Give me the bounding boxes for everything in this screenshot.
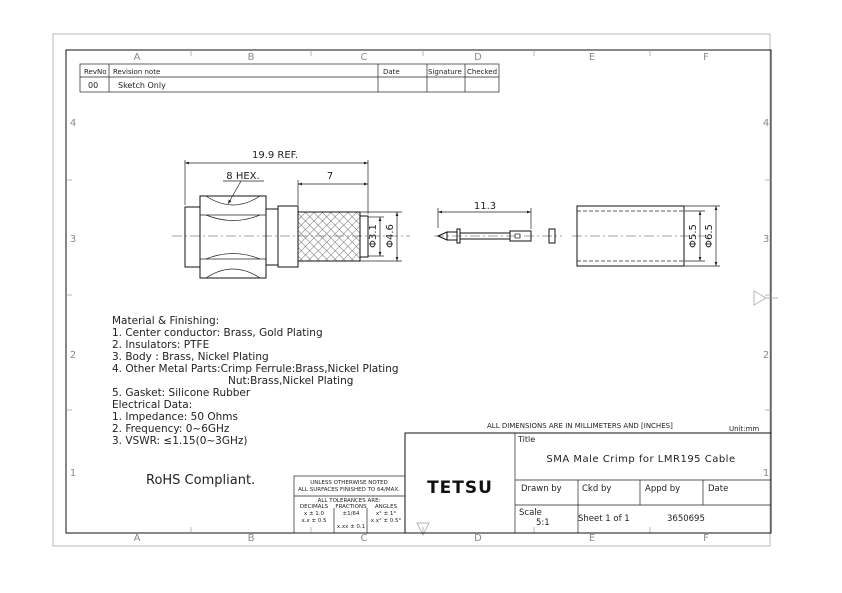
dim-dia-small: Φ3.1 [368, 224, 379, 248]
row-label: 1 [763, 468, 769, 479]
center-pin-view: 11.3 [434, 201, 562, 244]
connector-side-view: 19.9 REF. 8 HEX. 7 Φ3.1 Φ4.6 [172, 150, 410, 279]
grid-column-labels: A B C D E F A B C D E F [134, 52, 710, 544]
sheet-number: Sheet 1 of 1 [578, 514, 630, 524]
revision-note-value: Sketch Only [118, 81, 166, 90]
note-line: Material & Finishing: [112, 315, 219, 327]
note-line: 2. Insulators: PTFE [112, 339, 209, 351]
crimp-ferrule [576, 205, 685, 267]
column-label: B [248, 52, 255, 63]
date-label: Date [708, 484, 728, 494]
row-label: 4 [70, 118, 76, 129]
tolerance-line: UNLESS OTHERWISE NOTED [310, 480, 388, 486]
dim-hex: 8 HEX. [226, 171, 259, 182]
title-label: Title [517, 435, 535, 444]
ckd-by-label: Ckd by [582, 484, 611, 494]
date-header: Date [383, 68, 400, 76]
column-label: A [134, 52, 141, 63]
title-block: ALL DIMENSIONS ARE IN MILLIMETERS AND [I… [404, 422, 772, 534]
column-label: E [589, 52, 595, 63]
note-line: 4. Other Metal Parts:Crimp Ferrule:Brass… [112, 363, 399, 375]
drawn-by-label: Drawn by [521, 484, 562, 494]
unit-label: Unit:mm [729, 425, 759, 433]
tolerance-line: ALL TOLERANCES ARE: [318, 498, 381, 504]
note-line: 1. Center conductor: Brass, Gold Plating [112, 327, 323, 339]
row-label: 2 [70, 350, 76, 361]
checked-header: Checked [467, 68, 497, 76]
tolerance-block: UNLESS OTHERWISE NOTED ALL SURFACES FINI… [293, 475, 406, 534]
pin-washer [548, 228, 556, 244]
dim-ferrule-length: 7 [327, 171, 333, 182]
dim-ferrule-outer: Φ6.5 [704, 224, 715, 248]
orientation-arrow-icon [416, 522, 430, 536]
connector-body [265, 208, 279, 266]
column-label: C [361, 533, 368, 544]
dim-overall-length: 19.9 REF. [252, 150, 298, 161]
row-label: 3 [763, 234, 769, 245]
drawing-title: SMA Male Crimp for LMR195 Cable [546, 454, 735, 465]
appd-by-label: Appd by [645, 484, 680, 494]
note-line: 5. Gasket: Silicone Rubber [112, 387, 251, 399]
note-line: 1. Impedance: 50 Ohms [112, 411, 238, 423]
note-line: 2. Frequency: 0~6GHz [112, 423, 230, 435]
grid-row-labels: 4 3 2 1 4 3 2 1 [70, 118, 769, 479]
rohs-label: RoHS Compliant. [146, 473, 255, 488]
column-label: A [134, 533, 141, 544]
part-number: 3650695 [667, 514, 705, 524]
notes-block: Material & Finishing: 1. Center conducto… [112, 315, 399, 447]
note-line: 3. Body : Brass, Nickel Plating [112, 351, 269, 363]
tolerance-decimal: x ± 1.0 [304, 511, 325, 517]
note-line: Nut:Brass,Nickel Plating [228, 375, 353, 387]
column-label: E [589, 533, 595, 544]
column-label: D [474, 52, 482, 63]
note-line: 3. VSWR: ≤1.15(0~3GHz) [112, 435, 248, 447]
crimp-ferrule-knurl [297, 211, 361, 262]
dim-ferrule-inner: Φ5.5 [688, 224, 699, 248]
scale-value: 5:1 [536, 518, 550, 528]
crimp-ferrule-view: Φ5.5 Φ6.5 [572, 205, 720, 267]
company-logo: TETSU [427, 478, 493, 498]
hex-nut [199, 195, 267, 279]
row-label: 3 [70, 234, 76, 245]
tolerance-fraction: ±1/64 [343, 511, 360, 517]
signature-header: Signature [428, 68, 462, 76]
connector-front-nut [184, 206, 201, 268]
tolerance-col-header: ANGLES [375, 504, 398, 510]
revision-note-header: Revision note [113, 68, 160, 76]
tolerance-decimal: x.xx ± 0.1 [337, 524, 365, 530]
row-label: 4 [763, 118, 769, 129]
tolerance-decimal: x.x ± 0.5 [301, 518, 327, 524]
tolerance-col-header: DECIMALS [300, 504, 329, 510]
scale-label: Scale [519, 508, 542, 518]
note-line: Electrical Data: [112, 399, 192, 411]
crimp-ferrule-end [359, 215, 369, 258]
dim-pin-length: 11.3 [474, 201, 496, 212]
tolerance-col-header: FRACTIONS [335, 504, 367, 510]
rev-no-header: RevNo [84, 68, 107, 76]
column-label: C [361, 52, 368, 63]
rev-no-value: 00 [88, 81, 98, 90]
dim-dia-large: Φ4.6 [385, 224, 396, 248]
tolerance-angle: x.x° ± 0.5° [371, 518, 402, 524]
orientation-arrow-icon [753, 290, 778, 306]
tolerance-angle: x° ± 1° [376, 511, 397, 517]
revision-table: RevNo Revision note Date Signature Check… [79, 63, 500, 93]
column-label: B [248, 533, 255, 544]
column-label: F [703, 52, 709, 63]
row-label: 2 [763, 350, 769, 361]
column-label: F [703, 533, 709, 544]
tolerance-line: ALL SURFACES FINISHED TO 64/MAX. [298, 487, 400, 493]
drawing-frame [52, 33, 772, 547]
units-note: ALL DIMENSIONS ARE IN MILLIMETERS AND [I… [487, 422, 673, 430]
row-label: 1 [70, 468, 76, 479]
column-label: D [474, 533, 482, 544]
